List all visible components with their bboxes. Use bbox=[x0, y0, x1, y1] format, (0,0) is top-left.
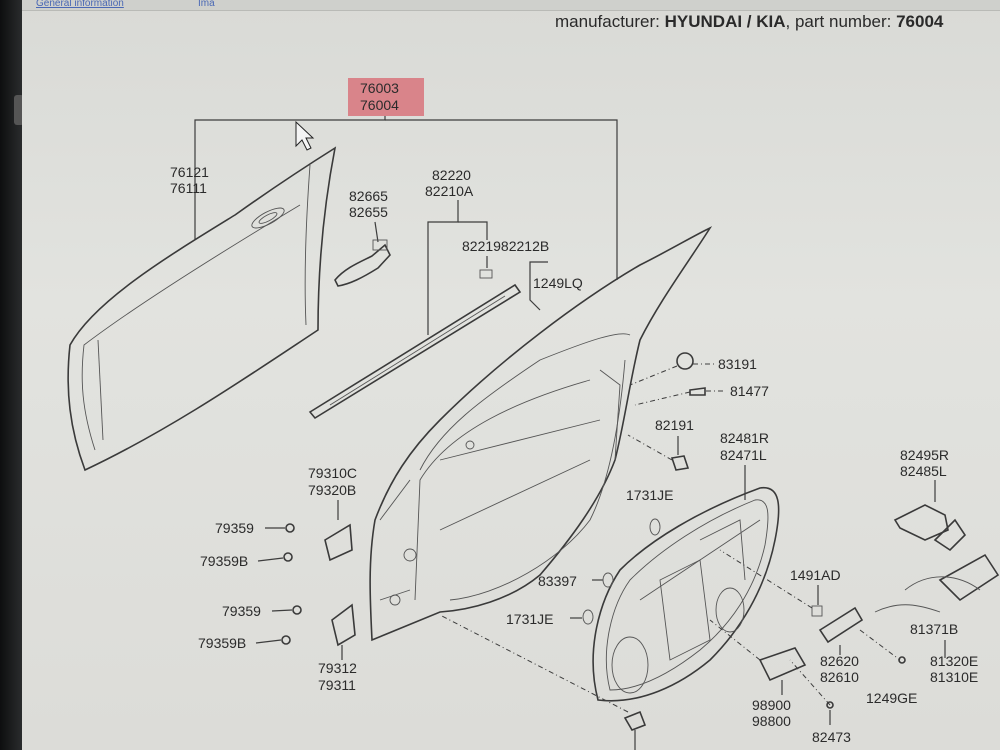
upper-hinge bbox=[324, 523, 353, 562]
label-82473[interactable]: 82473 bbox=[812, 729, 851, 745]
latch-82620 bbox=[818, 606, 864, 644]
plug-1731JE-upper bbox=[649, 518, 661, 536]
plug-83397 bbox=[602, 572, 614, 588]
outer-door-panel bbox=[67, 146, 337, 472]
label-1249GE[interactable]: 1249GE bbox=[866, 690, 917, 706]
label-81320E[interactable]: 81320E bbox=[930, 653, 978, 669]
mouse-cursor-icon bbox=[295, 120, 315, 151]
label-82655[interactable]: 82655 bbox=[349, 204, 388, 220]
label-79359B-lower[interactable]: 79359B bbox=[198, 635, 246, 651]
label-83191[interactable]: 83191 bbox=[718, 356, 757, 372]
cap-82191 bbox=[670, 455, 690, 471]
label-82220[interactable]: 82220 bbox=[432, 167, 471, 183]
bolt-bottom bbox=[623, 710, 647, 731]
label-82495R[interactable]: 82495R bbox=[900, 447, 949, 463]
label-82210A[interactable]: 82210A bbox=[425, 183, 474, 199]
label-79312[interactable]: 79312 bbox=[318, 660, 357, 676]
label-82485L[interactable]: 82485L bbox=[900, 463, 947, 479]
label-79310C[interactable]: 79310C bbox=[308, 465, 357, 481]
clip-part bbox=[479, 269, 493, 279]
belt-weatherstrip bbox=[308, 283, 522, 420]
label-98900[interactable]: 98900 bbox=[752, 697, 791, 713]
label-81310E[interactable]: 81310E bbox=[930, 669, 978, 685]
label-81371B[interactable]: 81371B bbox=[910, 621, 958, 637]
manufacturer-label: manufacturer: bbox=[555, 12, 660, 31]
door-frame bbox=[369, 226, 713, 642]
label-79359B-upper[interactable]: 79359B bbox=[200, 553, 248, 569]
door-module-panel bbox=[592, 487, 780, 702]
tab-images[interactable]: Ima bbox=[198, 0, 215, 9]
label-1249LQ[interactable]: 1249LQ bbox=[533, 275, 583, 291]
label-82481R[interactable]: 82481R bbox=[720, 430, 769, 446]
plug-1731JE-lower bbox=[582, 609, 594, 625]
part-number-label: , part number: bbox=[785, 12, 892, 31]
label-81477[interactable]: 81477 bbox=[730, 383, 769, 399]
manufacturer-value: HYUNDAI / KIA bbox=[664, 12, 786, 31]
label-1731JE-lower[interactable]: 1731JE bbox=[506, 611, 553, 627]
label-83397[interactable]: 83397 bbox=[538, 573, 577, 589]
tab-general-information[interactable]: General information bbox=[36, 0, 124, 9]
label-1491AD[interactable]: 1491AD bbox=[790, 567, 841, 583]
bolt-81477 bbox=[689, 387, 706, 396]
actuator-98900 bbox=[758, 647, 807, 682]
part-info-header: manufacturer: HYUNDAI / KIA, part number… bbox=[555, 12, 943, 32]
outside-handle bbox=[334, 239, 391, 287]
grommet-83191 bbox=[676, 352, 694, 370]
bracket-left bbox=[194, 116, 386, 240]
label-82610[interactable]: 82610 bbox=[820, 669, 859, 685]
label-82665[interactable]: 82665 bbox=[349, 188, 388, 204]
bezel-clip bbox=[14, 95, 24, 125]
label-79359-lower[interactable]: 79359 bbox=[222, 603, 261, 619]
lower-hinge bbox=[331, 603, 356, 647]
label-82471L[interactable]: 82471L bbox=[720, 447, 767, 463]
label-82191[interactable]: 82191 bbox=[655, 417, 694, 433]
browser-viewport: General information Ima manufacturer: HY… bbox=[22, 0, 1000, 750]
tab-bar: General information Ima bbox=[22, 0, 1000, 11]
label-8221982212B[interactable]: 8221982212B bbox=[462, 238, 549, 254]
bracket-right bbox=[385, 119, 618, 280]
label-76003[interactable]: 76003 bbox=[360, 80, 399, 96]
label-76111[interactable]: 76111 bbox=[170, 180, 207, 196]
label-79311[interactable]: 79311 bbox=[318, 677, 356, 693]
parts-diagram: 76003 76004 76121 76111 82665 82655 8222… bbox=[67, 78, 1000, 750]
label-79320B[interactable]: 79320B bbox=[308, 482, 356, 498]
part-number-value: 76004 bbox=[896, 12, 944, 31]
label-76121[interactable]: 76121 bbox=[170, 164, 209, 180]
label-76004[interactable]: 76004 bbox=[360, 97, 399, 113]
highlight-box bbox=[348, 78, 424, 116]
label-1731JE-upper[interactable]: 1731JE bbox=[626, 487, 673, 503]
label-79359-upper[interactable]: 79359 bbox=[215, 520, 254, 536]
label-98800[interactable]: 98800 bbox=[752, 713, 791, 729]
inside-handle-assembly bbox=[874, 504, 1000, 613]
label-82620[interactable]: 82620 bbox=[820, 653, 859, 669]
monitor-bezel bbox=[0, 0, 24, 750]
